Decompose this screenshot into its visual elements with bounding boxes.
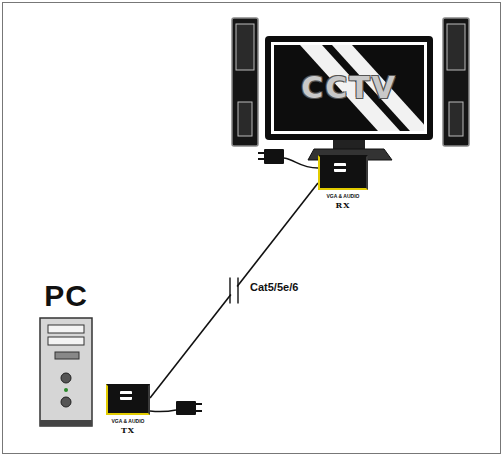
frame-border xyxy=(3,3,501,454)
device-housing xyxy=(318,155,368,190)
device-caption: VGA & AUDIO xyxy=(316,193,370,200)
logo-mark xyxy=(334,166,346,169)
receiver-box: VGA & AUDIORX xyxy=(316,155,370,210)
right-speaker xyxy=(443,18,469,146)
cable-label: Cat5/5e/6 xyxy=(248,281,300,293)
node-label: PC xyxy=(34,280,98,312)
node-label: CCTV xyxy=(301,72,397,104)
logo-mark xyxy=(120,394,132,397)
break-mark xyxy=(237,277,238,303)
device-name: RX xyxy=(316,200,370,210)
break-mark xyxy=(229,277,230,303)
screen-stripes xyxy=(300,45,424,131)
cable-line xyxy=(150,183,318,398)
cable-gap xyxy=(231,287,237,295)
device-name: TX xyxy=(104,425,152,435)
rx-power-adapter xyxy=(258,149,318,168)
transmitter-box: VGA & AUDIOTX xyxy=(104,384,152,435)
cable-link xyxy=(150,183,318,398)
left-speaker xyxy=(232,18,258,146)
device-housing xyxy=(106,384,150,415)
tx-power-adapter xyxy=(150,401,202,415)
pc-tower xyxy=(40,318,92,426)
pc-node: PC xyxy=(34,280,98,428)
device-caption: VGA & AUDIO xyxy=(104,418,152,425)
monitor-screen: CCTV xyxy=(274,45,424,131)
monitor xyxy=(265,36,433,160)
